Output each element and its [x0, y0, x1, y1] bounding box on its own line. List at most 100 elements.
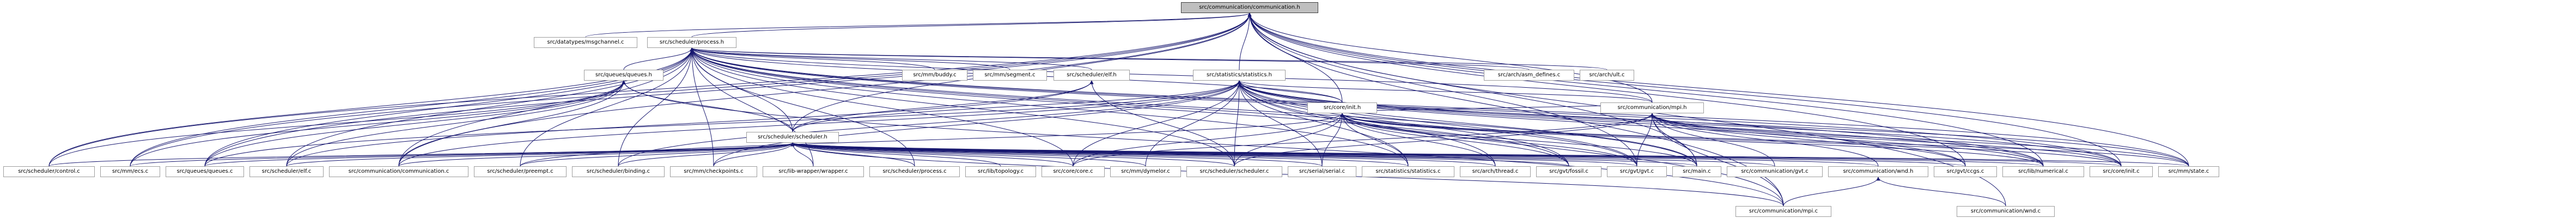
node-communication-wnd-h[interactable]: src/communication/wnd.h	[1828, 166, 1928, 177]
edge-mm_checkpoints-to-statistics_h	[713, 80, 1241, 167]
edge-gvt_ccgs-to-comm_h	[1247, 13, 1966, 167]
edge-sched_process-to-process_h	[690, 47, 915, 167]
edge-scheduler_h-to-elf_h	[792, 80, 1094, 132]
edge-sched_preempt-to-core_init_h	[520, 113, 1344, 167]
node-arch-asm-defines[interactable]: src/arch/asm_defines.c	[1484, 70, 1574, 81]
node-scheduler-elf-c[interactable]: src/scheduler/elf.c	[249, 166, 324, 177]
edge-wnd_h-to-scheduler_h	[791, 142, 1879, 167]
node-scheduler-control[interactable]: src/scheduler/control.c	[3, 166, 95, 177]
node-scheduler-process-c[interactable]: src/scheduler/process.c	[869, 166, 960, 177]
node-scheduler-preempt[interactable]: src/scheduler/preempt.c	[474, 166, 567, 177]
node-scheduler-h[interactable]: src/scheduler/scheduler.h	[746, 132, 839, 143]
node-mm-ecs[interactable]: src/mm/ecs.c	[100, 166, 160, 177]
edge-core_init_h-to-comm_h	[1247, 13, 1343, 103]
edge-main-to-comm_h	[1247, 13, 1697, 167]
edge-core_core-to-process_h	[690, 47, 1074, 167]
node-mm-checkpoints[interactable]: src/mm/checkpoints.c	[670, 166, 757, 177]
node-communication-gvt[interactable]: src/communication/gvt.c	[1727, 166, 1823, 177]
node-datatypes-msgchannel[interactable]: src/datatypes/msgchannel.c	[534, 37, 637, 48]
edge-mm_state-to-comm_h	[1247, 13, 2189, 167]
node-scheduler-process-h[interactable]: src/scheduler/process.h	[647, 37, 736, 48]
edge-sched_control-to-queues_h	[48, 80, 626, 167]
edge-comm_mpi-to-statistics_h	[1237, 80, 1784, 207]
edge-gvt_gvt-to-statistics_h	[1237, 80, 1637, 167]
edge-statistics_h-to-comm_h	[1239, 13, 1252, 70]
edge-queues_c-to-queues_h	[204, 80, 626, 167]
edge-comm_mpi-to-wnd_h	[1783, 177, 1880, 207]
edge-sched_scheduler-to-elf_h	[1089, 80, 1235, 167]
node-main-c[interactable]: src/main.c	[1672, 166, 1721, 177]
node-lib-topology[interactable]: src/lib/topology.c	[965, 166, 1036, 177]
edge-sched_scheduler-to-process_h	[690, 47, 1235, 167]
node-mm-buddy[interactable]: src/mm/buddy.c	[902, 70, 967, 81]
node-communication-mpi-h[interactable]: src/communication/mpi.h	[1600, 102, 1704, 113]
node-communication-c[interactable]: src/communication/communication.c	[329, 166, 468, 177]
edge-gvt_gvt-to-comm_h	[1247, 13, 1637, 167]
node-mm-segment[interactable]: src/mm/segment.c	[973, 70, 1047, 81]
edge-sched_elf-to-queues_h	[286, 80, 626, 167]
edge-stats_c-to-statistics_h	[1237, 80, 1409, 167]
edge-gvt_fossil-to-statistics_h	[1237, 80, 1569, 167]
edge-mpi_h-to-comm_h	[1247, 13, 1653, 103]
edge-core_core-to-mpi_h	[1073, 113, 1654, 167]
edge-core_init_h-to-statistics_h	[1237, 80, 1343, 103]
edge-lib_numerical-to-mpi_h	[1650, 113, 2044, 167]
edge-gvt_fossil-to-process_h	[690, 47, 1569, 167]
node-gvt-fossil[interactable]: src/gvt/fossil.c	[1536, 166, 1601, 177]
node-mm-dymelor[interactable]: src/mm/dymelor.c	[1110, 166, 1181, 177]
edge-mm_state-to-scheduler_h	[791, 142, 2189, 167]
node-core-core[interactable]: src/core/core.c	[1042, 166, 1105, 177]
edge-wnd_h-to-mpi_h	[1650, 113, 1879, 167]
edge-lib_topology-to-scheduler_h	[790, 142, 1001, 167]
edge-comm_c-to-comm_h	[398, 13, 1252, 167]
edge-gvt_ccgs-to-mpi_h	[1650, 113, 1966, 167]
node-arch-ult[interactable]: src/arch/ult.c	[1580, 70, 1634, 81]
edge-mm_state-to-mpi_h	[1650, 113, 2189, 167]
node-mm-state[interactable]: src/mm/state.c	[2158, 166, 2219, 177]
edge-mm_ecs-to-queues_h	[130, 80, 626, 167]
edge-core_core-to-scheduler_h	[790, 142, 1074, 167]
node-gvt-ccgs[interactable]: src/gvt/ccgs.c	[1934, 166, 1997, 177]
edge-mm_state-to-process_h	[690, 47, 2189, 167]
edge-queues_c-to-statistics_h	[204, 80, 1241, 167]
edge-serial-to-statistics_h	[1237, 80, 1323, 167]
node-statistics-h[interactable]: src/statistics/statistics.h	[1193, 70, 1286, 81]
edge-queues_c-to-scheduler_h	[204, 142, 795, 167]
node-communication-wnd-c[interactable]: src/communication/wnd.c	[1957, 206, 2055, 217]
node-core-init-c[interactable]: src/core/init.c	[2090, 166, 2153, 177]
edge-sched_elf-to-process_h	[286, 47, 694, 167]
node-arch-thread[interactable]: src/arch/thread.c	[1460, 166, 1531, 177]
node-core-init-h[interactable]: src/core/init.h	[1307, 102, 1377, 113]
edge-mpi_h-to-process_h	[690, 47, 1653, 103]
edge-comm_mpi-to-queues_h	[622, 80, 1784, 207]
edge-gvt_gvt-to-process_h	[690, 47, 1637, 167]
edge-stats_c-to-core_init_h	[1340, 113, 1409, 167]
node-serial-c[interactable]: src/serial/serial.c	[1288, 166, 1356, 177]
node-lib-wrapper[interactable]: src/lib-wrapper/wrapper.c	[763, 166, 864, 177]
node-communication-mpi-c[interactable]: src/communication/mpi.c	[1735, 206, 1831, 217]
edge-comm_c-to-statistics_h	[398, 80, 1241, 167]
edge-core_init_c-to-mpi_h	[1650, 113, 2122, 167]
node-scheduler-elf-h[interactable]: src/scheduler/elf.h	[1053, 70, 1130, 81]
node-lib-numerical[interactable]: src/lib/numerical.c	[2002, 166, 2084, 177]
edge-scheduler_h-to-statistics_h	[792, 80, 1241, 132]
node-statistics-c[interactable]: src/statistics/statistics.c	[1362, 166, 1454, 177]
node-queues-c[interactable]: src/queues/queues.c	[166, 166, 244, 177]
node-gvt-gvt[interactable]: src/gvt/gvt.c	[1607, 166, 1667, 177]
edge-sched_binding-to-process_h	[618, 47, 694, 167]
edge-arch_thread-to-statistics_h	[1237, 80, 1496, 167]
node-communication-h[interactable]: src/communication/communication.h	[1181, 2, 1318, 13]
edge-arch_ult-to-process_h	[690, 47, 1607, 70]
edge-serial-to-scheduler_h	[790, 142, 1323, 167]
edge-sched_binding-to-statistics_h	[618, 80, 1241, 167]
edge-core_init_c-to-core_init_h	[1340, 113, 2122, 167]
node-scheduler-binding[interactable]: src/scheduler/binding.c	[572, 166, 665, 177]
edge-sched_scheduler-to-scheduler_h	[790, 142, 1235, 167]
node-queues-h[interactable]: src/queues/queues.h	[584, 70, 663, 81]
edge-comm_c-to-scheduler_h	[398, 142, 795, 167]
node-scheduler-scheduler-c[interactable]: src/scheduler/scheduler.c	[1186, 166, 1282, 177]
edge-core_init_c-to-process_h	[690, 47, 2122, 167]
edge-process_h-to-comm_h	[691, 13, 1252, 38]
edge-main-to-statistics_h	[1237, 80, 1697, 167]
